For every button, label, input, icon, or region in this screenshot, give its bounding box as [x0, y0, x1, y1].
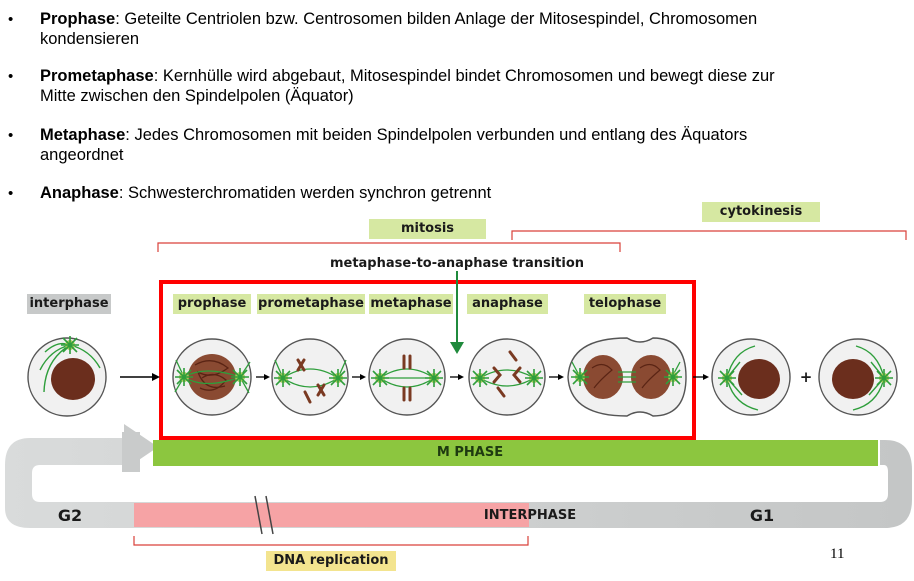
arrowhead: [264, 374, 270, 380]
bullet-text: : Jedes Chromosomen mit beiden Spindelpo…: [125, 126, 748, 144]
page-number: 11: [830, 546, 845, 562]
cytokinesis-label: cytokinesis: [702, 202, 820, 222]
bullet-marker: •: [8, 127, 14, 144]
bullet-text-cont: Mitte zwischen den Spindelpolen (Äquator…: [40, 87, 354, 105]
stage-anaphase-label: anaphase: [467, 294, 548, 314]
interphase-bar-label: INTERPHASE: [483, 508, 577, 523]
daughter-cell-right: [818, 338, 898, 416]
transition-label: metaphase-to-anaphase transition: [329, 256, 585, 271]
highlight-box: [159, 280, 696, 440]
transition-arrowhead: [450, 342, 464, 354]
bullet-marker: •: [8, 68, 14, 85]
bullet-text: : Kernhülle wird abgebaut, Mitosespindel…: [153, 67, 775, 85]
bullet-term: Prometaphase: [40, 67, 154, 85]
bullet-text: : Schwesterchromatiden werden synchron g…: [118, 184, 492, 202]
cell-telophase: [567, 337, 687, 417]
bullet-marker: •: [8, 11, 14, 28]
cell-anaphase: [468, 338, 546, 416]
interphase-label: interphase: [27, 294, 111, 314]
cell-metaphase: [368, 338, 446, 416]
dna-replication-bracket: [133, 536, 529, 546]
cell-interphase: [27, 335, 107, 417]
mitosis-label: mitosis: [369, 219, 486, 239]
cell-prophase: [172, 338, 252, 416]
daughter-cell-left: [711, 338, 791, 416]
cytokinesis-bracket: [511, 230, 907, 240]
arrowhead: [360, 374, 366, 380]
bullet-text-cont: kondensieren: [40, 30, 140, 48]
bullet-term: Prophase: [40, 10, 116, 28]
dna-replication-label: DNA replication: [266, 551, 396, 571]
m-phase-bar: [153, 440, 878, 466]
arrowhead: [458, 374, 464, 380]
m-phase-label: M PHASE: [436, 445, 504, 460]
stage-metaphase-label: metaphase: [369, 294, 453, 314]
arrowhead: [152, 373, 160, 381]
bullet-term: Anaphase: [40, 184, 119, 202]
bullet-marker: •: [8, 185, 14, 202]
stage-prometaphase-label: prometaphase: [257, 294, 365, 314]
interphase-pink-bar: [134, 503, 529, 527]
stage-telophase-label: telophase: [584, 294, 666, 314]
g1-label: G1: [749, 506, 775, 525]
break-mark: [254, 495, 274, 535]
bullet-text: : Geteilte Centriolen bzw. Centrosomen b…: [115, 10, 758, 28]
arrowhead: [703, 374, 709, 380]
bullet-term: Metaphase: [40, 126, 126, 144]
g2-label: G2: [57, 506, 83, 525]
plus-sign: +: [799, 368, 813, 386]
bullet-text-cont: angeordnet: [40, 146, 124, 164]
arrowhead: [558, 374, 564, 380]
stage-prophase-label: prophase: [173, 294, 251, 314]
mitosis-bracket: [157, 242, 621, 252]
cell-prometaphase: [271, 338, 349, 416]
